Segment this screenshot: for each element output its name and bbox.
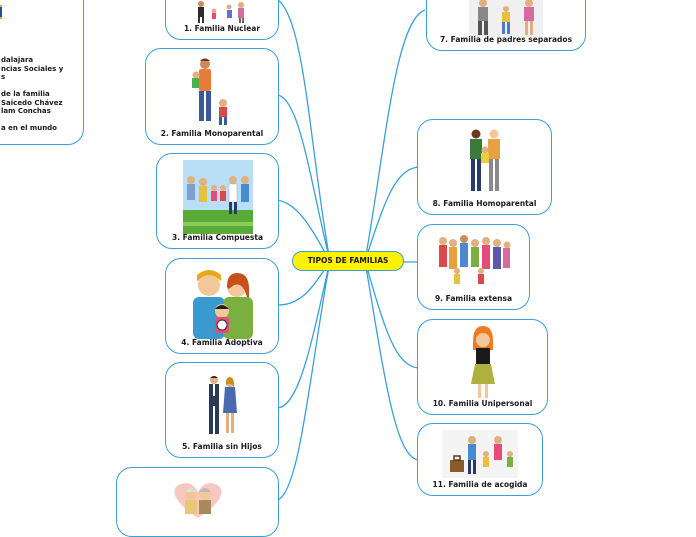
info-line: de la familia bbox=[1, 90, 50, 98]
node-familia-adoptiva[interactable]: 4. Familia Adoptiva bbox=[165, 258, 279, 354]
connector-2 bbox=[277, 94, 331, 262]
family-illustration-icon bbox=[442, 430, 518, 482]
node-label: 10. Familia Unipersonal bbox=[432, 399, 533, 408]
info-icon bbox=[0, 3, 5, 23]
node-familia-padres-separados[interactable]: 7. Familia de padres separados bbox=[426, 0, 586, 51]
node-familia-monoparental[interactable]: 2. Familia Monoparental bbox=[145, 48, 279, 145]
family-illustration-icon bbox=[182, 160, 253, 238]
node-label: 11. Familia de acogida bbox=[432, 480, 528, 489]
connector-10 bbox=[364, 260, 419, 369]
family-illustration-icon bbox=[465, 128, 505, 198]
connector-1 bbox=[277, 0, 331, 262]
info-line: s bbox=[1, 73, 6, 81]
connector-lines bbox=[84, 0, 426, 501]
node-label: 7. Familia de padres separados bbox=[439, 35, 573, 44]
node-familia-6[interactable] bbox=[116, 467, 279, 537]
node-label: 3. Familia Compuesta bbox=[172, 233, 263, 242]
connector-7 bbox=[364, 9, 426, 262]
node-label: 9. Familia extensa bbox=[434, 294, 513, 303]
family-illustration-icon bbox=[437, 233, 511, 293]
node-label: 4. Familia Adoptiva bbox=[181, 338, 263, 347]
family-illustration-icon bbox=[466, 326, 500, 404]
connector-info bbox=[84, 20, 104, 60]
info-line: a en el mundo bbox=[1, 124, 57, 132]
node-familia-unipersonal[interactable]: 10. Familia Unipersonal bbox=[417, 319, 548, 415]
family-illustration-icon bbox=[202, 375, 242, 441]
connector-6 bbox=[277, 260, 331, 501]
node-label: 1. Familia Nuclear bbox=[183, 24, 261, 33]
node-familia-acogida[interactable]: 11. Familia de acogida bbox=[417, 423, 543, 496]
connector-11 bbox=[364, 260, 419, 461]
info-line: dalajara bbox=[1, 56, 34, 64]
connector-8 bbox=[364, 166, 419, 262]
family-illustration-icon bbox=[469, 0, 543, 41]
node-familia-sin-hijos[interactable]: 5. Familia sin Hijos bbox=[165, 362, 279, 458]
info-line: ncias Sociales y bbox=[1, 65, 64, 73]
info-line: Saicedo Chávez bbox=[1, 99, 63, 107]
family-illustration-icon bbox=[187, 267, 257, 343]
family-illustration-icon bbox=[187, 57, 237, 133]
node-label: 5. Familia sin Hijos bbox=[182, 442, 262, 451]
node-familia-extensa[interactable]: 9. Familia extensa bbox=[417, 224, 530, 310]
info-box: dalajara ncias Sociales y s de la famili… bbox=[0, 0, 84, 145]
info-line: lam Conchas bbox=[1, 107, 51, 115]
node-label: 2. Familia Monoparental bbox=[160, 129, 264, 138]
node-familia-compuesta[interactable]: 3. Familia Compuesta bbox=[156, 153, 279, 249]
family-illustration-icon bbox=[187, 1, 257, 29]
node-familia-nuclear[interactable]: 1. Familia Nuclear bbox=[165, 0, 279, 40]
connector-5 bbox=[277, 260, 331, 409]
central-topic[interactable]: TIPOS DE FAMILIAS bbox=[292, 251, 404, 271]
node-label: 8. Familia Homoparental bbox=[432, 199, 537, 208]
node-familia-homoparental[interactable]: 8. Familia Homoparental bbox=[417, 119, 552, 215]
family-illustration-icon bbox=[165, 480, 231, 524]
